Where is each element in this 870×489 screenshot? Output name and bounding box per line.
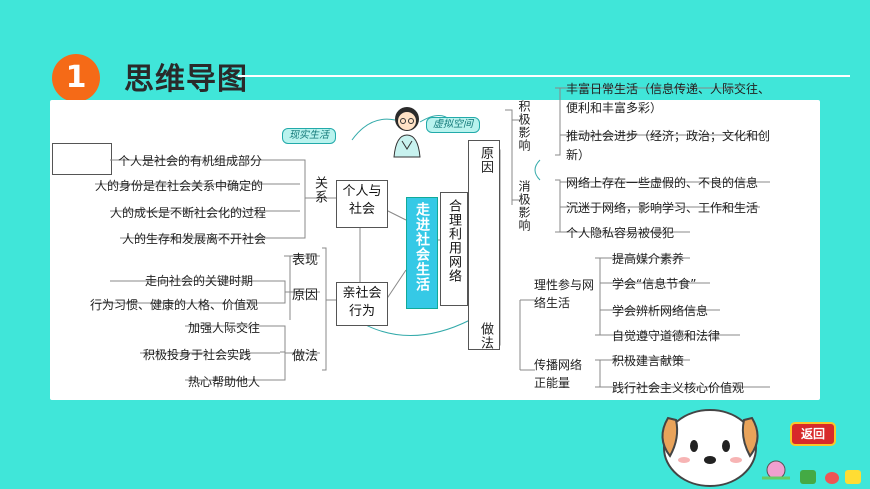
ball-icon bbox=[825, 472, 839, 484]
network-reason-label: 原因 bbox=[478, 146, 493, 174]
behavior-method-label: 做法 bbox=[292, 349, 319, 364]
method-item: 提高媒介素养 bbox=[612, 252, 685, 266]
method-item: 践行社会主义核心价值观 bbox=[612, 381, 745, 395]
relation-item: 人的生存和发展离不开社会 bbox=[122, 232, 267, 246]
negative-impact-item: 沉迷于网络，影响学习、工作和生活 bbox=[566, 201, 759, 215]
negative-impact-label: 消极影响 bbox=[517, 180, 531, 232]
negative-impact-item: 网络上存在一些虚假的、不良的信息 bbox=[566, 176, 759, 190]
student-figure-icon bbox=[393, 107, 421, 158]
behavior-reason-item: 行为习惯、健康的人格、价值观 bbox=[90, 298, 259, 312]
method-item: 积极建言献策 bbox=[612, 354, 685, 368]
method-item: 学会辨析网络信息 bbox=[612, 304, 709, 318]
node-prosocial-behavior: 亲社会行为 bbox=[336, 282, 388, 326]
behavior-method-item: 加强人际交往 bbox=[188, 321, 261, 335]
back-button[interactable]: 返回 bbox=[790, 422, 836, 446]
method-item: 自觉遵守道德和法律 bbox=[612, 329, 721, 343]
gift-icon bbox=[800, 470, 816, 484]
center-node: 走进社会生活 bbox=[406, 197, 438, 309]
negative-impact-item: 个人隐私容易被侵犯 bbox=[566, 226, 675, 240]
dog-mascot-icon bbox=[661, 409, 759, 487]
tag-virtual-space: 虚拟空间 bbox=[426, 117, 480, 133]
relation-label: 关系 bbox=[312, 176, 327, 204]
page-title: 思维导图 bbox=[124, 62, 248, 97]
positive-impact-item: 丰富日常生活（信息传递、人际交往、便利和丰富多彩） bbox=[566, 82, 771, 115]
method-rational-participation-label: 理性参与网络生活 bbox=[534, 278, 595, 310]
section-number-badge: 1 bbox=[52, 54, 100, 102]
center-node-label: 走进社会生活 bbox=[414, 202, 430, 292]
relation-item: 个人是社会的有机组成部分 bbox=[118, 154, 263, 168]
node-label: 个人与社会 bbox=[342, 184, 382, 217]
behavior-method-item: 积极投身于社会实践 bbox=[143, 348, 252, 362]
tag-real-life: 现实生活 bbox=[282, 128, 336, 144]
network-method-label: 做法 bbox=[478, 322, 493, 350]
behavior-method-item: 热心帮助他人 bbox=[188, 375, 261, 389]
relation-item: 人的身份是在社会关系中确定的 bbox=[95, 179, 264, 193]
node-label: 合理利用网络 bbox=[446, 199, 461, 283]
node-individual-and-society: 个人与社会 bbox=[336, 180, 388, 228]
method-spread-positivity-label: 传播网络正能量 bbox=[534, 358, 583, 390]
relation-item: 人的成长是不断社会化的过程 bbox=[110, 206, 267, 220]
blank-box bbox=[52, 143, 112, 175]
snail-icon bbox=[762, 460, 790, 480]
behavior-expression-label: 表现 bbox=[292, 253, 319, 268]
node-use-network-rationally: 合理利用网络 bbox=[440, 192, 468, 306]
behavior-reason-label: 原因 bbox=[292, 288, 319, 303]
positive-impact-item: 推动社会进步（经济；政治；文化和创新） bbox=[566, 129, 771, 162]
node-label: 亲社会行为 bbox=[342, 286, 382, 319]
title-divider bbox=[238, 75, 850, 77]
reason-method-column bbox=[468, 140, 500, 350]
method-item: 学会“信息节食” bbox=[612, 277, 697, 291]
behavior-reason-item: 走向社会的关键时期 bbox=[145, 274, 254, 288]
star-block-icon bbox=[845, 470, 861, 484]
positive-impact-label: 积极影响 bbox=[517, 100, 531, 152]
